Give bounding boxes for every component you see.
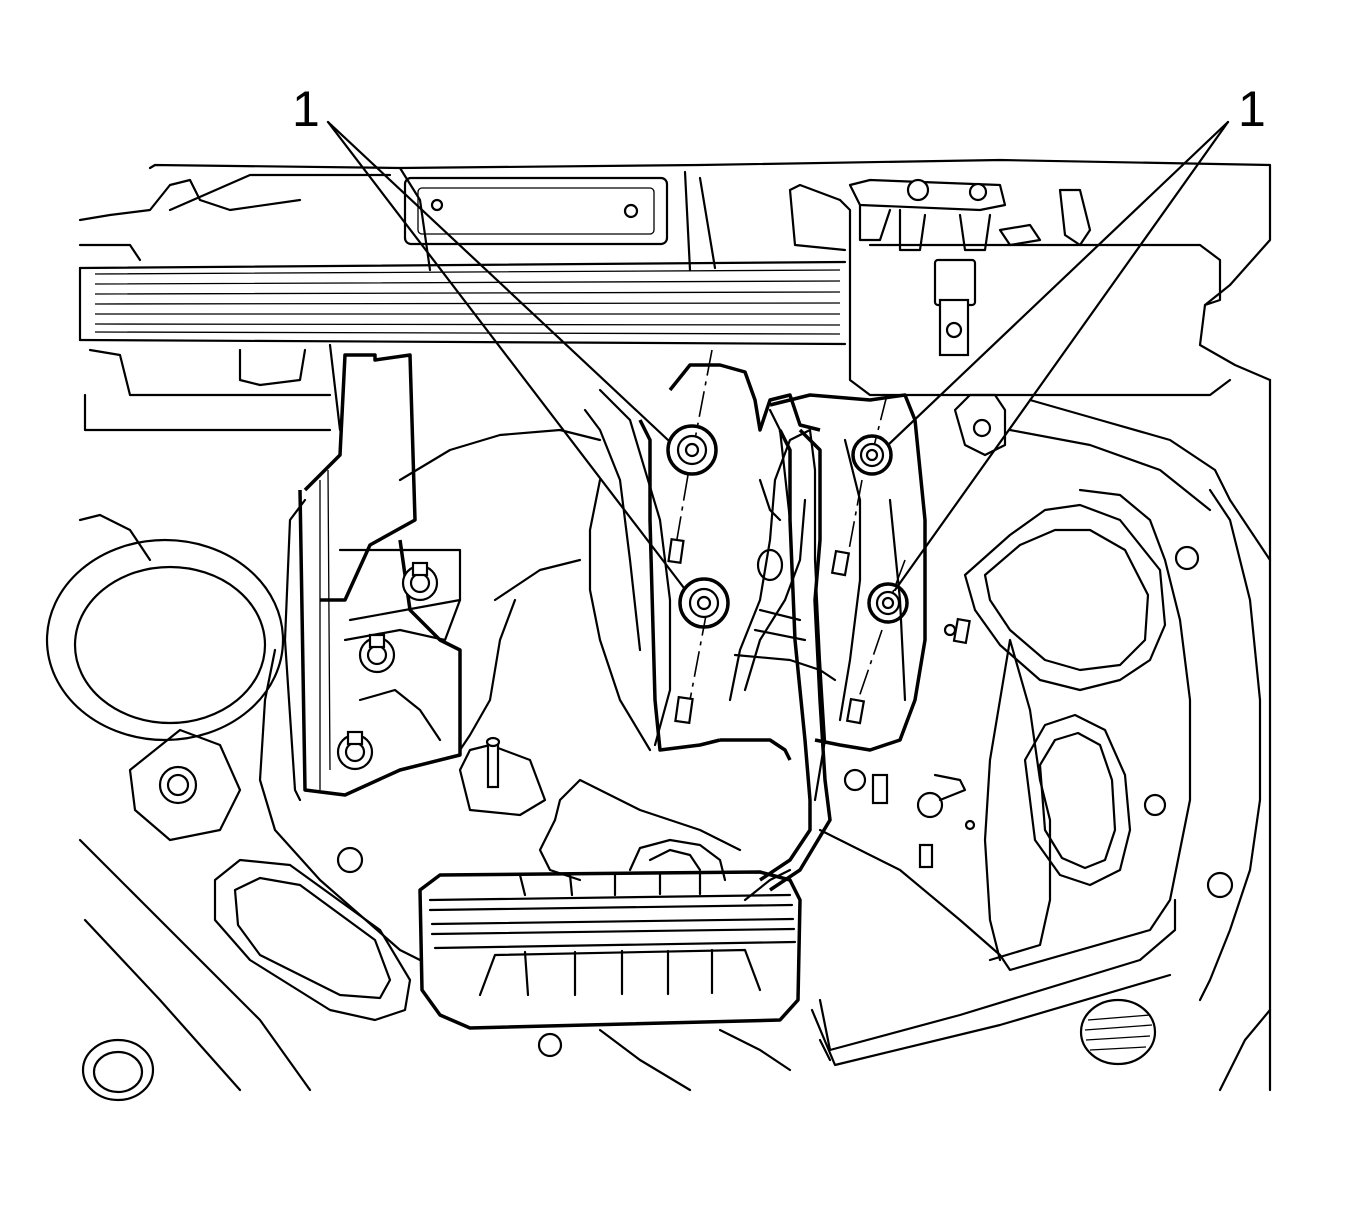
pedal-swing-arc bbox=[398, 428, 652, 752]
brake-pedal-bracket bbox=[583, 363, 821, 761]
lower-left-hole bbox=[81, 1038, 155, 1102]
right-studs bbox=[871, 617, 971, 869]
pedal-column bbox=[728, 428, 837, 802]
panel-holes bbox=[336, 545, 1234, 1058]
upper-dash-panel bbox=[148, 158, 1272, 382]
left-bracket-nuts bbox=[336, 561, 439, 771]
left-pocket bbox=[213, 858, 412, 1022]
drawing-artwork bbox=[45, 120, 1272, 1102]
callout-label-right: 1 bbox=[1238, 81, 1266, 137]
right-lower-oval bbox=[1023, 713, 1132, 887]
cross-car-beam bbox=[78, 260, 847, 346]
right-pedal-bracket bbox=[768, 393, 927, 752]
pedal-pivot bbox=[628, 838, 792, 902]
right-panel-edges bbox=[983, 638, 1052, 962]
right-oval-cutout bbox=[963, 503, 1167, 692]
right-bottom-plate bbox=[810, 898, 1177, 1067]
nut-upper-right bbox=[851, 434, 893, 476]
bracket-studs bbox=[667, 538, 866, 725]
callout-leaders bbox=[326, 120, 1230, 592]
pedal-arm bbox=[759, 428, 832, 892]
nut-lower-right bbox=[867, 582, 909, 624]
callout-label-left: 1 bbox=[292, 81, 320, 137]
upper-cover-plate bbox=[403, 176, 669, 246]
nut-upper-left bbox=[666, 424, 718, 476]
left-tab-hole bbox=[128, 728, 242, 842]
nut-lower-left bbox=[678, 577, 730, 629]
left-upper-bracket bbox=[78, 178, 302, 262]
pedal-stud bbox=[458, 736, 547, 817]
upper-dash-inner bbox=[168, 166, 717, 272]
firewall-curve bbox=[78, 838, 312, 1092]
right-upper-tab bbox=[953, 393, 1007, 457]
left-round-opening bbox=[45, 513, 285, 742]
upper-right-module bbox=[788, 178, 1232, 397]
accelerator-pedal-pad bbox=[418, 870, 802, 1030]
bracket-nuts bbox=[666, 424, 909, 629]
right-bottom-hole bbox=[1079, 998, 1157, 1066]
pedal-lower-curve bbox=[598, 1028, 832, 1092]
